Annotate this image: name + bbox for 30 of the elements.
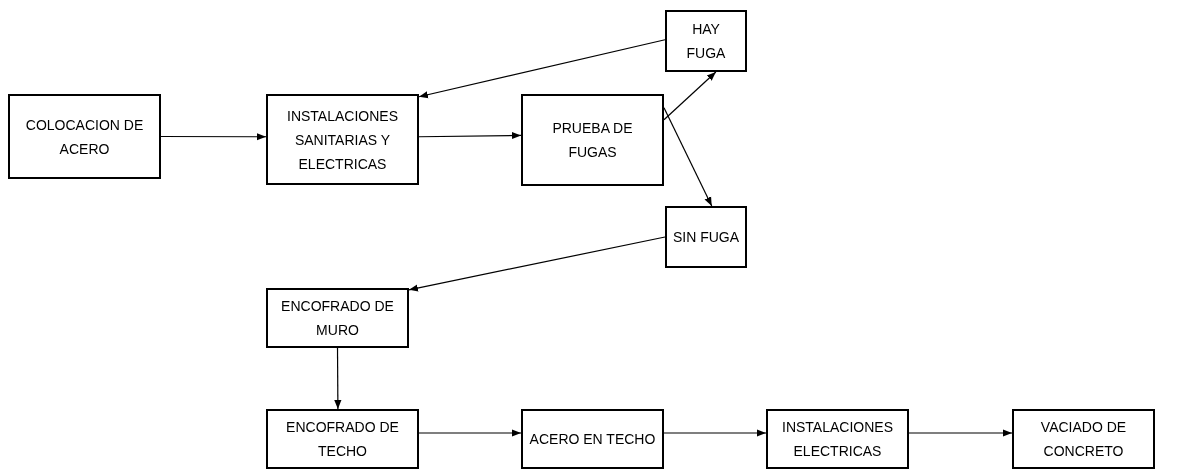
box-label: INSTALACIONES ELECTRICAS	[781, 418, 894, 461]
box-label: HAY FUGA	[685, 20, 727, 63]
box-label: ENCOFRADO DE MURO	[280, 297, 395, 340]
process-box	[266, 288, 409, 348]
box-label: ENCOFRADO DE TECHO	[285, 418, 400, 461]
process-box	[521, 409, 664, 469]
process-box	[8, 94, 161, 179]
process-box	[266, 94, 419, 185]
arrow	[418, 429, 522, 437]
process-box	[766, 409, 909, 469]
box-label: VACIADO DE CONCRETO	[1039, 418, 1128, 461]
arrow	[663, 107, 713, 207]
process-box	[665, 10, 747, 72]
arrow	[334, 347, 342, 410]
arrow	[418, 39, 666, 99]
arrow	[908, 429, 1013, 437]
arrow	[663, 71, 717, 121]
process-box	[665, 206, 747, 268]
arrow	[408, 236, 666, 292]
box-label: COLOCACION DE ACERO	[24, 115, 145, 159]
process-box	[521, 94, 664, 186]
arrow	[160, 133, 267, 141]
box-label: INSTALACIONES SANITARIAS Y ELECTRICAS	[286, 106, 399, 174]
box-label: PRUEBA DE FUGAS	[551, 119, 634, 162]
box-label: ACERO EN TECHO	[529, 430, 656, 449]
arrow	[418, 131, 522, 140]
process-box	[266, 409, 419, 469]
arrow	[663, 429, 767, 437]
box-label: SIN FUGA	[672, 228, 740, 247]
process-box	[1012, 409, 1155, 469]
